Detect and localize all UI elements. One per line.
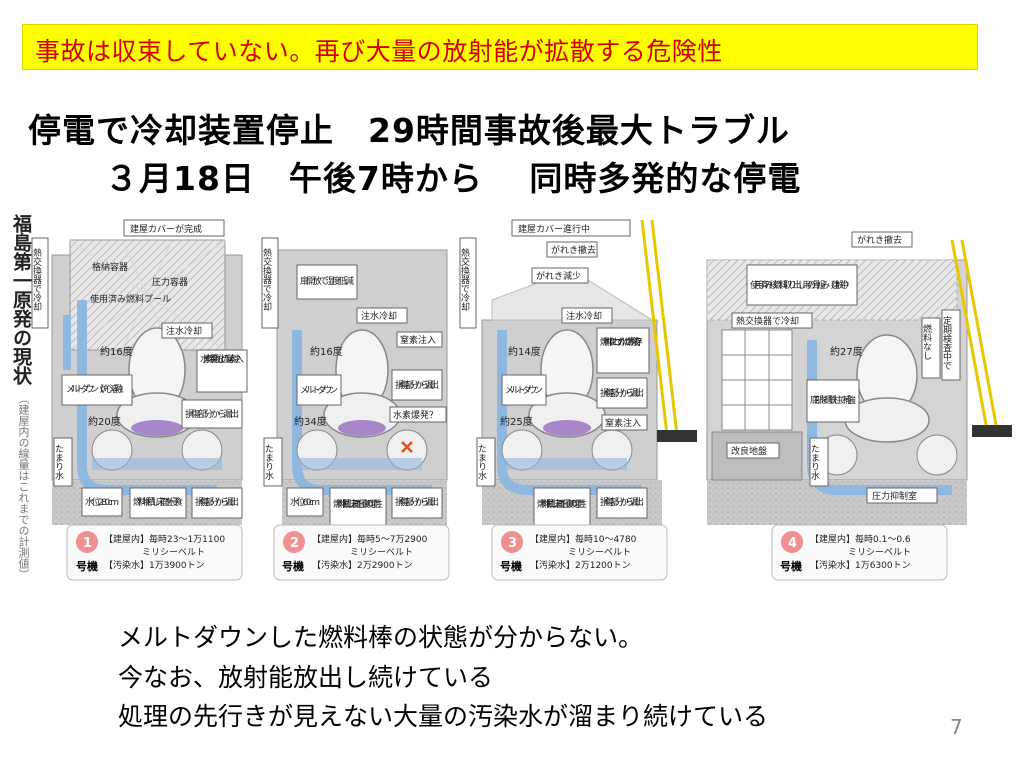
u2-meltdown-label: メルトダウン <box>300 384 338 396</box>
u4-debris-label: がれき撤去 <box>857 234 902 246</box>
u4-info-3: 【汚染水】1万6300トン <box>810 559 911 571</box>
u3-injection-label: 注水冷却 <box>566 310 602 322</box>
u2-injection-label: 注水冷却 <box>361 310 397 322</box>
u3-info-3: 【汚染水】2万1200トン <box>530 559 631 571</box>
u2-info-1: 【建屋内】毎時5～7万2900 <box>312 533 428 545</box>
figure-title: 福島第一原発の現状 <box>10 214 32 385</box>
u3-leak2-label: 損傷部分から漏出 <box>600 496 644 508</box>
u1-n2-label: 水素爆発防止の窒素注入 <box>200 353 244 365</box>
u1-info-1: 【建屋内】毎時23～1万1100 <box>104 533 225 545</box>
figure-note: （建屋内の線量はこれまでの計測値） <box>17 393 30 580</box>
bullet-2: 今なお、放射能放出し続けている <box>118 663 494 692</box>
u1-meltdown-label: メルトダウン（炉心溶融） <box>66 383 128 395</box>
u4-pooled-label: たまり水 <box>809 444 820 480</box>
u1-storage-label: 格納容器 <box>92 261 128 273</box>
u4-ground-label: 改良地盤 <box>731 445 767 457</box>
u2-door-label: 扉開放で湿度低減 <box>300 275 354 287</box>
page-number: 7 <box>950 715 963 739</box>
unit-1-diagram: 建屋カバーが完成 熱交換器で冷却 格納容器 圧力容器 使用済み燃料プール 注水冷… <box>31 219 248 581</box>
u3-debris-label: がれき撤去 <box>551 244 596 256</box>
banner-text: 事故は収束していない。再び大量の放射能が拡散する危険性 <box>35 37 723 66</box>
u2-info-3: 【汚染水】2万2900トン <box>312 559 413 571</box>
u3-hx-label: 熱交換器で冷却 <box>459 247 470 312</box>
headline-line1: 停電で冷却装置停止 29時間事故後最大トラブル <box>28 111 790 150</box>
u2-temp-core: 約34度 <box>294 415 327 428</box>
headline-line2: ３月18日 午後7時から 同時多発的な停電 <box>105 159 802 198</box>
u3-fuelrod-label: 燃料棒にわずかに燃料残存？ <box>600 336 646 348</box>
u1-hx-label: 熱交換器で冷却 <box>31 247 42 312</box>
u4-info-1: 【建屋内】毎時0.1～0.6 <box>810 533 911 545</box>
u3-info-1: 【建屋内】毎時10～4780 <box>530 533 637 545</box>
u3-temp-core: 約25度 <box>500 415 533 428</box>
u1-water-level: 水位280cm <box>85 496 119 508</box>
u2-h2-label: 水素爆発？ <box>393 409 438 421</box>
bullet-3: 処理の先行きが見えない大量の汚染水が溜まり続けている <box>118 702 769 731</box>
unit-4-diagram: がれき撤去 使用済み核燃料取り出し用の骨組み（建設中） 熱交換器で冷却 約27度… <box>706 231 1012 581</box>
u3-leak-label: 損傷部分から漏出 <box>600 387 644 399</box>
u3-unit-label: 号機 <box>500 559 522 573</box>
u3-info-2: ミリシーベルト <box>568 548 631 558</box>
u1-pooled-label: たまり水 <box>53 444 64 480</box>
u4-info-2: ミリシーベルト <box>848 548 911 558</box>
u4-nofuel-label: 燃料なし <box>921 323 932 360</box>
u1-temp-core: 約20度 <box>88 415 121 428</box>
u1-info-3: 【汚染水】1万3900トン <box>104 559 205 571</box>
u1-fuel-label: 燃料堆積し床面を侵食 <box>133 496 183 508</box>
u1-number: 1 <box>83 536 92 551</box>
u2-number: 2 <box>290 536 299 551</box>
u2-leak2-label: 損傷部分から漏出 <box>395 496 439 508</box>
u3-fuel-label: 燃料堆積し床面を侵食の可能性 <box>537 498 587 510</box>
u1-leak-label: 損傷部分から漏出 <box>185 408 239 420</box>
u1-cover-label: 建屋カバーが完成 <box>130 223 202 235</box>
u3-debris-less-label: がれき減少 <box>536 270 581 282</box>
u1-number-badge <box>76 531 98 553</box>
u4-number-badge <box>781 531 803 553</box>
u2-leak-label: 損傷部分から漏出 <box>395 379 439 391</box>
u4-temp-pool: 約27度 <box>830 345 863 358</box>
u1-temp-pool: 約16度 <box>100 345 133 358</box>
u1-injection-label: 注水冷却 <box>166 325 202 337</box>
u2-hx-label: 熱交換器で冷却 <box>261 247 272 312</box>
u4-suppression-label: 圧力抑制室 <box>872 490 917 502</box>
u3-number-badge <box>501 531 523 553</box>
u2-fuel-label: 燃料堆積し床面を侵食の可能性 <box>333 498 383 510</box>
u2-pooled-label: たまり水 <box>263 444 274 480</box>
u4-unit-label: 号機 <box>780 559 802 573</box>
u2-info-2: ミリシーベルト <box>350 548 413 558</box>
u2-water-level: 水位60cm <box>290 496 320 508</box>
u2-n2-label: 窒素注入 <box>400 334 436 346</box>
u3-meltdown-label: メルトダウン <box>505 384 543 396</box>
u3-number: 3 <box>508 536 517 551</box>
u3-cover-label: 建屋カバー進行中 <box>518 223 590 235</box>
unit-3-diagram: 建屋カバー進行中 がれき撤去 がれき減少 熱交換器で冷却 注水冷却 約14度 燃… <box>459 219 697 581</box>
u3-pooled-label: たまり水 <box>476 444 487 480</box>
u4-hx-label: 熱交換器で冷却 <box>736 315 799 327</box>
unit-2-diagram: 熱交換器で冷却 扉開放で湿度低減 注水冷却 約16度 窒素注入 メルトダウン 損… <box>261 237 450 581</box>
u3-temp-pool: 約14度 <box>508 345 541 358</box>
u4-frame-label: 使用済み核燃料取り出し用の骨組み（建設中） <box>750 279 854 291</box>
u2-temp-pool: 約16度 <box>310 345 343 358</box>
u4-inspect-label: 定期検査中で <box>941 315 952 370</box>
reactor-diagram: 建屋カバーが完成 熱交換器で冷却 格納容器 圧力容器 使用済み燃料プール 注水冷… <box>31 219 1012 581</box>
u2-unit-label: 号機 <box>282 559 304 573</box>
bullet-1: メルトダウンした燃料棒の状態が分からない。 <box>118 623 644 652</box>
u1-spentpool-label: 使用済み燃料プール <box>90 293 171 305</box>
u1-pressure-label: 圧力容器 <box>152 276 188 288</box>
u1-unit-label: 号機 <box>76 559 98 573</box>
u2-number-badge <box>283 531 305 553</box>
u1-info-2: ミリシーベルト <box>142 548 205 558</box>
warning-banner: 事故は収束していない。再び大量の放射能が拡散する危険性 <box>22 24 978 70</box>
u4-number: 4 <box>788 536 797 551</box>
u3-n2-label: 窒素注入 <box>605 417 641 429</box>
u4-steel-label: 底部を鋼鉄柱で補強 <box>810 394 856 406</box>
u1-leak2-label: 損傷部分から漏出 <box>195 496 239 508</box>
